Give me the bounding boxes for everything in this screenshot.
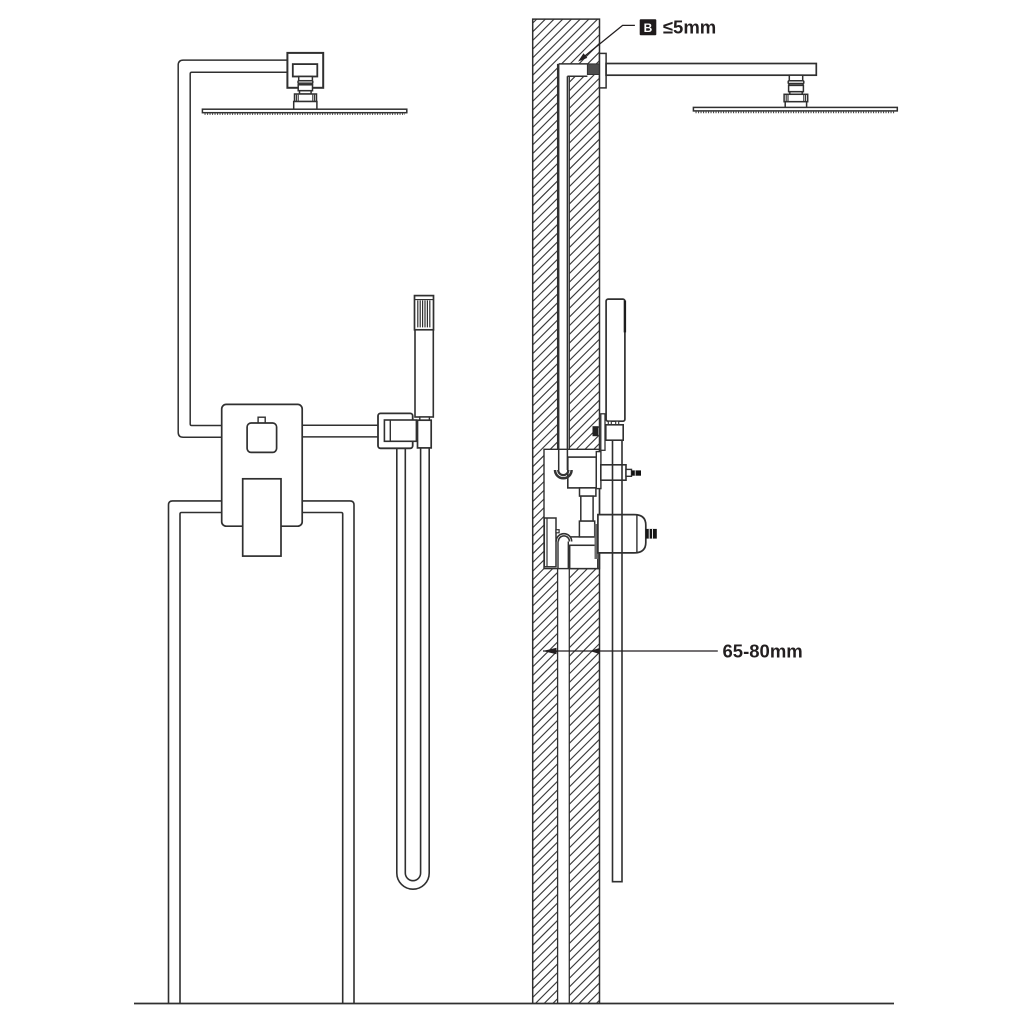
svg-text:≤5mm: ≤5mm: [663, 17, 716, 38]
svg-text:65-80mm: 65-80mm: [723, 641, 803, 662]
svg-text:B: B: [644, 21, 653, 35]
